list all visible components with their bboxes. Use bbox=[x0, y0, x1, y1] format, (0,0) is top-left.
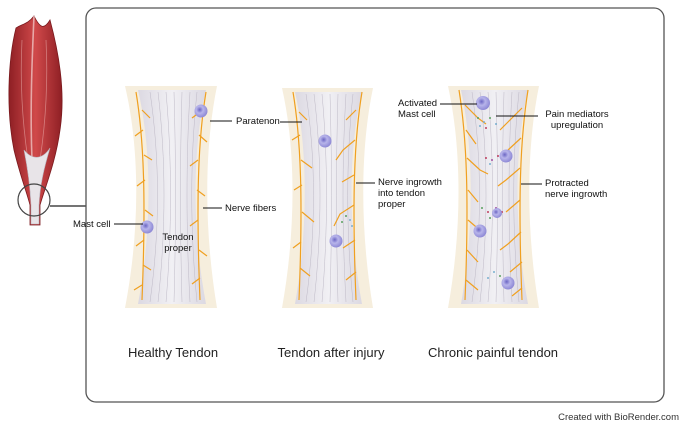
healthy-tendon bbox=[125, 86, 217, 308]
mast-cell bbox=[473, 224, 487, 238]
mast-cell bbox=[194, 104, 208, 118]
nerve-fibers-label: Nerve fibers bbox=[225, 203, 277, 214]
pain-mediator-dots bbox=[341, 215, 353, 227]
injured-tendon bbox=[282, 88, 373, 308]
mast-cell bbox=[499, 149, 513, 163]
mast-cell bbox=[501, 276, 515, 290]
caption-injury: Tendon after injury bbox=[277, 345, 385, 360]
mast-cell bbox=[329, 234, 343, 248]
mast-cell bbox=[140, 220, 154, 234]
activated-mast-cell-label: Activated Mast cell bbox=[398, 98, 438, 120]
nerve-fibers-injury bbox=[291, 91, 363, 301]
mast-cell-label: Mast cell bbox=[73, 219, 111, 230]
nerve-fibers-chronic bbox=[458, 89, 529, 301]
nerve-ingrowth-label: Nerve ingrowth into tendon proper bbox=[378, 177, 442, 210]
leader-lines bbox=[114, 103, 542, 225]
caption-chronic: Chronic painful tendon bbox=[427, 345, 559, 360]
calf-muscle-illustration bbox=[8, 15, 86, 226]
panel-frame bbox=[85, 7, 665, 403]
chronic-tendon bbox=[448, 86, 539, 308]
tendon-proper-label: Tendon proper bbox=[162, 232, 194, 254]
mast-cell bbox=[318, 134, 332, 148]
caption-healthy: Healthy Tendon bbox=[127, 345, 219, 360]
pain-mediators-label: Pain mediators upregulation bbox=[545, 109, 609, 131]
protracted-ingrowth-label: Protracted nerve ingrowth bbox=[545, 178, 608, 200]
mast-cell bbox=[476, 96, 490, 110]
paratenon-label: Paratenon bbox=[236, 116, 280, 127]
mast-cell bbox=[492, 208, 502, 218]
biorender-credit: Created with BioRender.com bbox=[558, 412, 679, 423]
